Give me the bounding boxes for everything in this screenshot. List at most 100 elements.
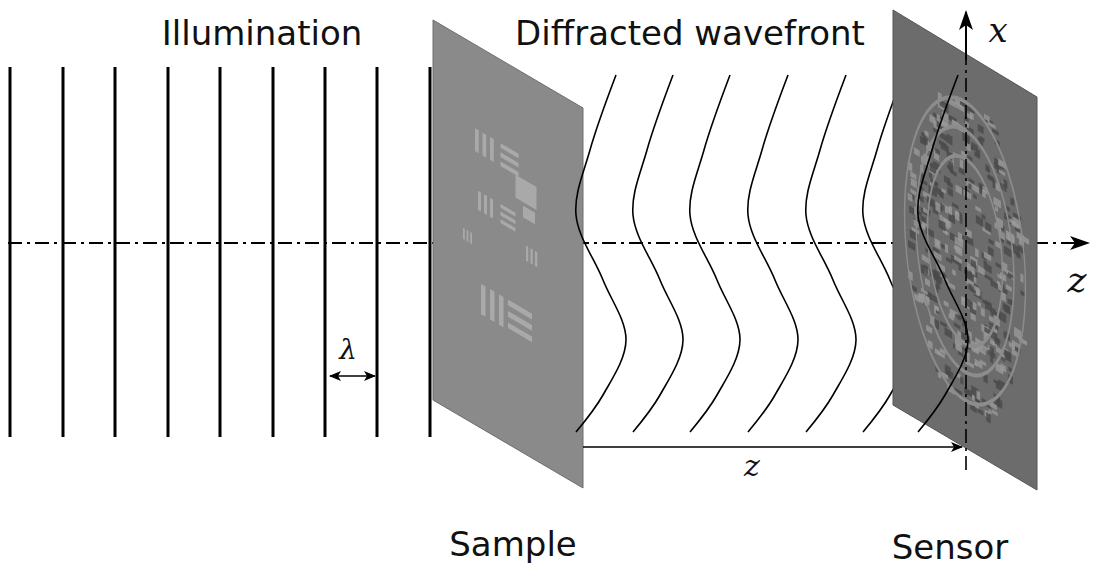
speckle <box>971 142 977 153</box>
axis-label: z <box>1068 262 1087 298</box>
speckle <box>977 301 980 307</box>
speckle <box>944 300 949 308</box>
speckle <box>921 264 927 276</box>
speckle <box>1004 349 1011 360</box>
wavefront-line <box>219 67 222 437</box>
target-bar <box>490 198 493 219</box>
speckle <box>941 203 945 212</box>
speckle <box>975 248 979 258</box>
speckle <box>971 312 976 321</box>
speckle <box>911 178 917 189</box>
speckle <box>1011 221 1018 229</box>
speckle <box>990 345 994 355</box>
speckle <box>999 310 1007 323</box>
part-label: Sensor <box>892 530 1009 564</box>
speckle <box>920 135 927 147</box>
speckle <box>989 316 993 323</box>
speckle <box>935 148 940 156</box>
speckle <box>985 300 992 313</box>
sensor-plane <box>893 10 1037 490</box>
speckle <box>1004 245 1011 257</box>
distance-arrow <box>583 446 962 447</box>
speckle <box>959 214 962 225</box>
sensor-plate <box>893 10 1037 490</box>
speckle <box>971 288 976 294</box>
target-bar <box>501 219 516 232</box>
wavefront-line <box>9 67 12 437</box>
distance-label: z <box>744 451 760 481</box>
speckle <box>966 191 971 200</box>
speckle <box>975 206 981 213</box>
speckle <box>977 408 983 416</box>
wavefront-curve <box>748 75 798 432</box>
speckle <box>1001 356 1005 362</box>
speckle <box>987 167 990 173</box>
speckle <box>952 202 958 210</box>
speckle <box>936 310 939 315</box>
speckle <box>975 359 983 370</box>
speckle <box>923 135 928 145</box>
target-bar <box>490 289 495 322</box>
speckle <box>974 151 980 159</box>
section-heading: Illumination <box>162 16 363 50</box>
speckle <box>960 376 963 385</box>
speckle <box>940 214 943 221</box>
speckle <box>985 221 991 233</box>
sample-plate <box>433 20 583 488</box>
target-bar <box>516 175 537 210</box>
speckle <box>941 142 949 153</box>
speckle <box>955 343 962 353</box>
speckle <box>926 325 932 334</box>
target-bar <box>501 161 519 176</box>
speckle <box>934 304 939 315</box>
speckle <box>946 256 952 264</box>
speckle <box>971 183 979 194</box>
target-bar <box>499 294 504 327</box>
target-bar <box>470 232 472 244</box>
speckle <box>978 124 984 135</box>
wavefront-curve <box>576 75 626 432</box>
speckle <box>1020 290 1025 297</box>
target-bar <box>535 251 537 268</box>
speckle <box>914 147 920 157</box>
speckle <box>1020 273 1023 283</box>
speckle <box>989 238 994 245</box>
speckle <box>967 271 974 282</box>
speckle <box>949 205 952 215</box>
speckle <box>919 195 923 203</box>
speckle <box>956 184 963 195</box>
target-bar <box>467 230 469 242</box>
target-bar <box>490 137 494 162</box>
speckle <box>986 412 991 424</box>
x-axis-head <box>965 12 967 60</box>
speckle <box>930 164 937 174</box>
speckle <box>991 279 999 289</box>
speckle <box>960 159 963 169</box>
speckle <box>908 192 913 202</box>
speckle <box>999 169 1005 176</box>
target-bar <box>475 128 479 153</box>
wavefront-line <box>429 67 432 437</box>
wavelength-label: λ <box>339 336 357 364</box>
speckle <box>945 364 951 377</box>
speckle <box>955 211 960 222</box>
wavefront-line <box>324 67 327 437</box>
speckle <box>922 254 930 264</box>
speckle <box>1012 340 1019 349</box>
speckle <box>966 228 972 238</box>
usaf-target <box>463 121 537 347</box>
section-heading: Diffracted wavefront <box>515 16 865 50</box>
target-bar <box>481 284 486 317</box>
target-bar <box>478 191 481 212</box>
wavefront-on-sensor <box>918 75 968 432</box>
target-bar <box>508 322 532 342</box>
wavefront-line <box>376 67 379 437</box>
speckle <box>973 276 976 283</box>
speckle <box>1004 304 1010 315</box>
speckle <box>966 298 973 310</box>
speckle <box>952 269 956 276</box>
speckle <box>994 157 998 166</box>
speckle <box>954 255 962 264</box>
wavelength-arrow <box>330 375 375 376</box>
